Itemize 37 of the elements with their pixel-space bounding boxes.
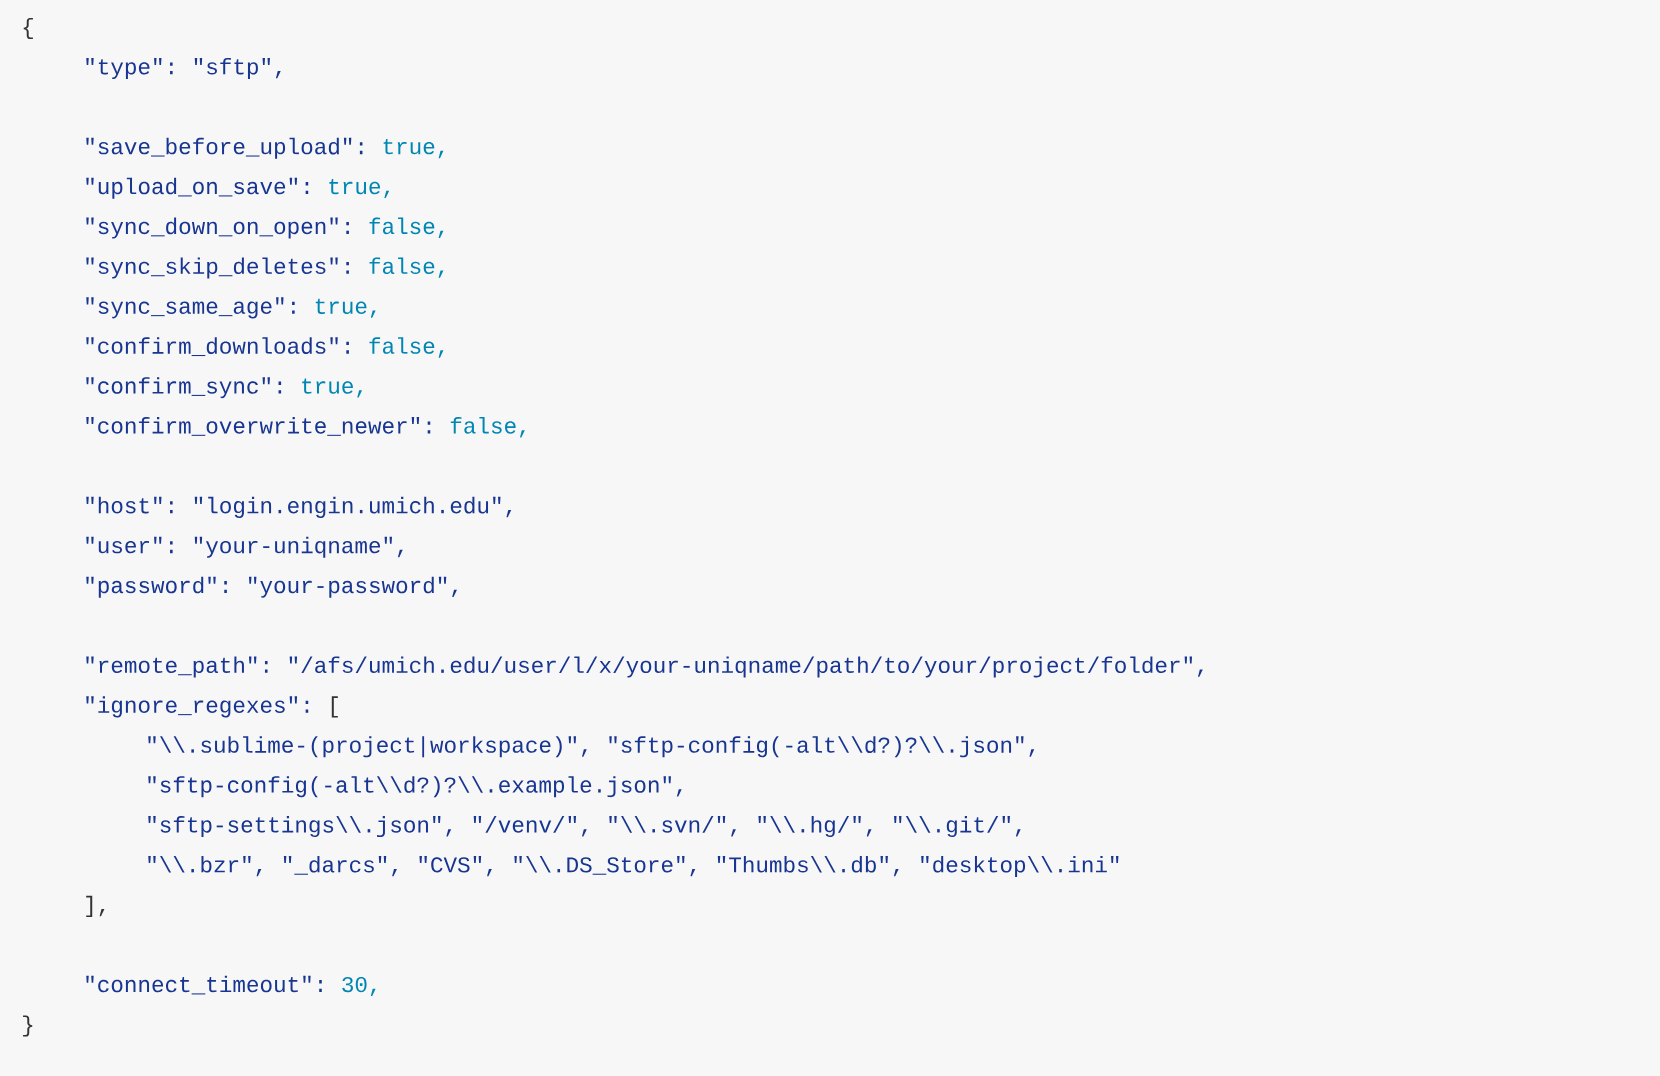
code-text: "confirm_downloads": — [86, 337, 349, 357]
code-text: "user": — [86, 536, 173, 554]
code-text: "host": — [86, 496, 173, 514]
code-text: "ignore_regexes": — [86, 696, 309, 718]
code-text: false, — [450, 417, 525, 438]
code-text: "\\.sublime-(project|workspace)", "sftp-config(-alt\\d?)?\\.json", — [148, 736, 1035, 758]
code-text: "sftp-config(-alt\\d?)?\\.example.json", — [148, 776, 682, 798]
code-text: "/afs/umich.edu/user/l/x/your-uniqname/path/to/your/project/folder", — [289, 656, 1203, 678]
code-text: "\\.bzr", "_darcs", "CVS", "\\.DS_Store", "Thumbs\\.db", "desktop\\.ini" — [148, 855, 1119, 877]
code-text: "login.engin.umich.edu", — [194, 496, 512, 518]
code-text: "confirm_sync": — [86, 377, 282, 399]
code-text: "sync_skip_deletes": — [86, 257, 349, 279]
code-bracket: ], — [86, 895, 105, 917]
code-text: "type": — [86, 57, 173, 79]
code-text: "confirm_overwrite_newer": — [86, 417, 431, 436]
code-text: "sftp-settings\\.json", "/venv/", "\\.svn/", "\\.hg/", "\\.git/", — [148, 816, 1021, 838]
code-text: "sftp", — [194, 57, 281, 79]
code-bracket: } — [23, 1015, 33, 1037]
code-text: true, — [302, 378, 363, 398]
code-text: "save_before_upload": — [86, 137, 363, 159]
code-text: true, — [315, 298, 376, 318]
code-text: "sync_down_on_open": — [86, 217, 349, 239]
code-text: "upload_on_save": — [86, 177, 309, 199]
code-text: true, — [383, 139, 444, 159]
code-text: "sync_same_age": — [86, 297, 295, 319]
code-bracket: { — [23, 18, 33, 40]
code-text: 30, — [342, 976, 376, 997]
code-text: false, — [369, 337, 444, 358]
code-bracket: [ — [331, 696, 338, 718]
code-text: false, — [369, 217, 444, 238]
code-text: true, — [329, 178, 390, 199]
code-text: "password": — [86, 576, 227, 598]
code-text: false, — [369, 257, 444, 278]
code-text: "your-uniqname", — [194, 536, 403, 558]
code-text: "remote_path": — [86, 656, 268, 678]
code-text: "connect_timeout": — [86, 975, 322, 995]
code-text: "your-password", — [249, 576, 457, 598]
